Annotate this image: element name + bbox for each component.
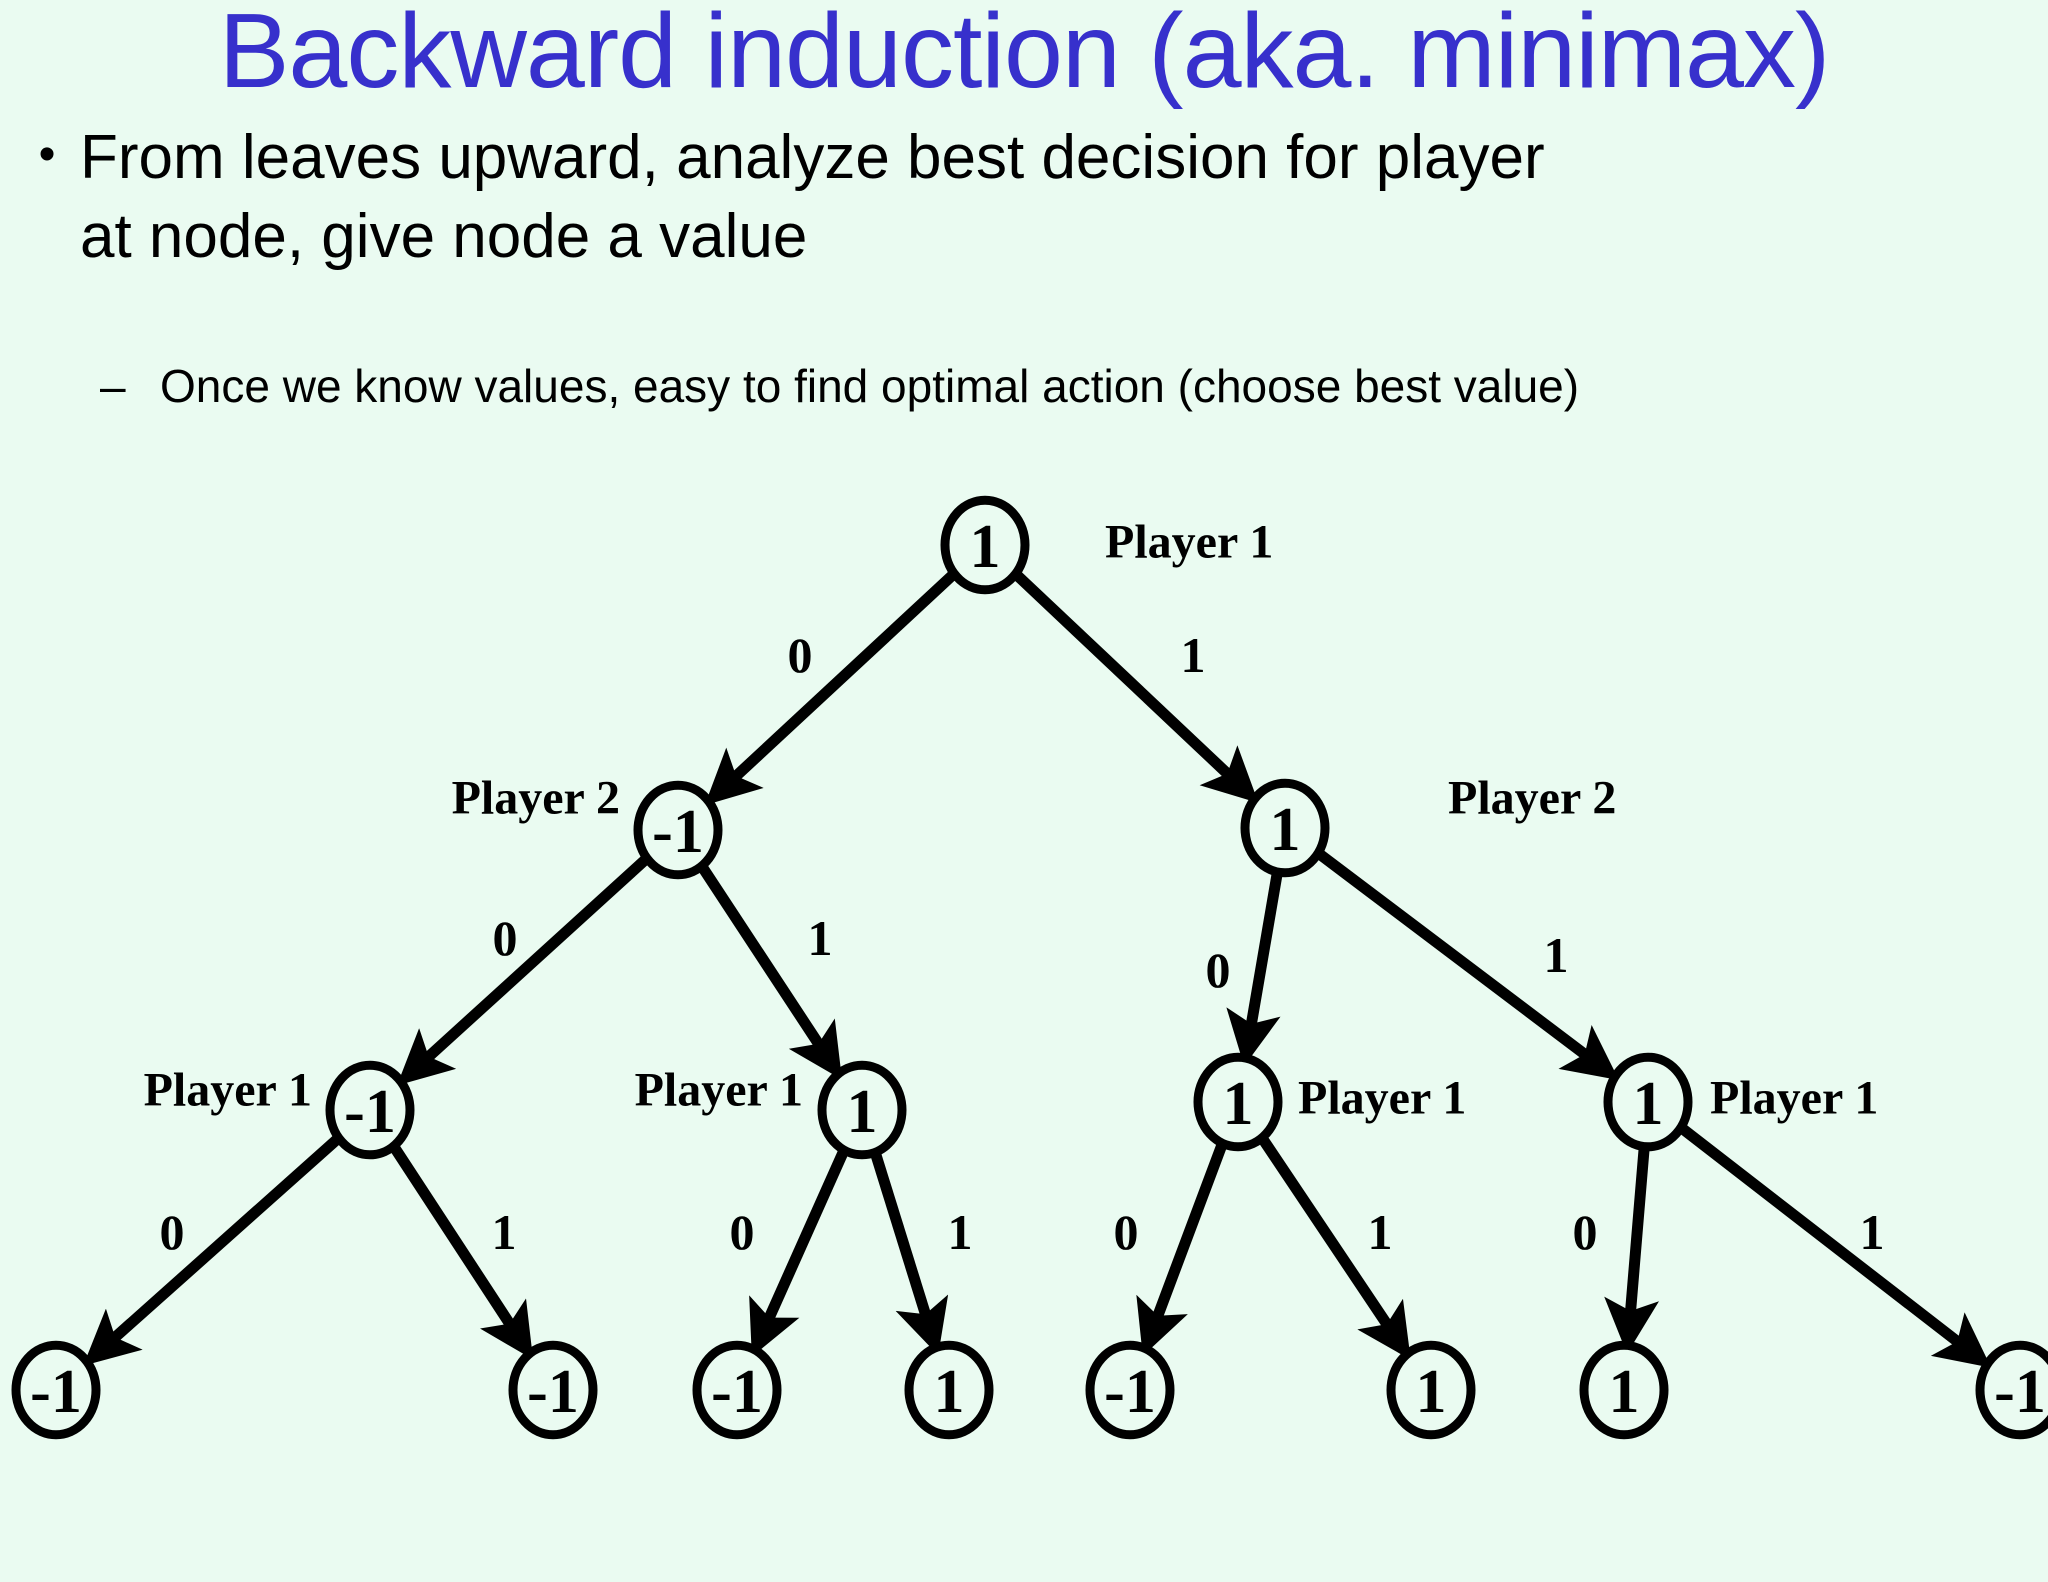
- bullet-level-2: – Once we know values, easy to find opti…: [100, 358, 2000, 416]
- edge-action-label: 1: [1181, 627, 1206, 683]
- tree-node-leaf[interactable]: 1: [904, 1340, 994, 1440]
- tree-node-leaf[interactable]: 1: [1386, 1340, 1476, 1440]
- tree-node-leaf[interactable]: 1: [1579, 1340, 1669, 1440]
- node-circle: [1085, 1340, 1175, 1440]
- tree-edge: [386, 1138, 534, 1360]
- edge-action-label: 1: [1368, 1204, 1393, 1260]
- node-circle: [508, 1340, 598, 1440]
- tree-edge: [1604, 1139, 1659, 1354]
- tree-edge: [396, 851, 654, 1086]
- player-turn-label: Player 1: [635, 1064, 803, 1117]
- node-value-label: 1: [1633, 1070, 1664, 1138]
- node-value-label: 1: [1416, 1358, 1447, 1426]
- tree-edge: [704, 566, 961, 806]
- node-value-label: 1: [934, 1358, 965, 1426]
- tree-edge: [1254, 1130, 1411, 1360]
- tree-edge: [83, 1131, 346, 1366]
- tree-edge: [868, 1144, 949, 1356]
- page-title: Backward induction (aka. minimax): [218, 0, 1831, 110]
- tree-node-decision[interactable]: -1: [325, 1060, 415, 1160]
- sub-bullet-marker: –: [100, 360, 126, 412]
- edge-action-label: 0: [1573, 1204, 1598, 1260]
- node-circle: [11, 1340, 101, 1440]
- tree-node-decision[interactable]: -1: [633, 780, 723, 880]
- node-circle: [1240, 778, 1330, 878]
- node-circle: [1975, 1340, 2048, 1440]
- tree-node-leaf[interactable]: -1: [692, 1340, 782, 1440]
- node-circle: [904, 1340, 994, 1440]
- tree-node-decision[interactable]: 1: [1240, 778, 1330, 878]
- node-value-label: 1: [847, 1078, 878, 1146]
- bullet-marker: •: [38, 128, 56, 181]
- node-value-label: 1: [1223, 1070, 1254, 1138]
- tree-nodes: 1 -1 1 -1 1 1 1 -1 -1 -1 1 -1 1 1 -1: [11, 495, 2048, 1440]
- bullet-level-1: • From leaves upward, analyze best decis…: [14, 118, 1974, 277]
- node-circle: [1603, 1052, 1693, 1152]
- node-circle: [325, 1060, 415, 1160]
- tree-node-decision[interactable]: 1: [817, 1060, 907, 1160]
- tree-node-leaf[interactable]: -1: [508, 1340, 598, 1440]
- node-circle: [1193, 1052, 1283, 1152]
- node-value-label: 1: [970, 513, 1001, 581]
- tree-node-leaf[interactable]: -1: [11, 1340, 101, 1440]
- player-turn-label: Player 1: [144, 1064, 312, 1117]
- node-value-label: -1: [652, 798, 704, 866]
- node-circle: [633, 780, 723, 880]
- tree-edge: [1008, 567, 1259, 804]
- edge-action-label: 1: [808, 910, 833, 966]
- edge-action-label: 1: [948, 1204, 973, 1260]
- edge-action-label: 0: [788, 627, 813, 683]
- node-value-label: -1: [527, 1358, 579, 1426]
- node-circle: [817, 1060, 907, 1160]
- edge-action-label: 1: [492, 1204, 517, 1260]
- tree-edge: [1674, 1120, 1992, 1368]
- node-circle: [692, 1340, 782, 1440]
- node-circle: [940, 495, 1030, 595]
- edge-action-label: 0: [1206, 942, 1231, 998]
- node-value-label: -1: [1994, 1358, 2046, 1426]
- player-turn-label: Player 2: [452, 772, 620, 825]
- node-value-label: 1: [1270, 796, 1301, 864]
- edge-action-label: 0: [1114, 1204, 1139, 1260]
- tree-node-decision[interactable]: 1: [940, 495, 1030, 595]
- tree-node-leaf[interactable]: -1: [1085, 1340, 1175, 1440]
- node-value-label: -1: [711, 1358, 763, 1426]
- node-value-label: 1: [1609, 1358, 1640, 1426]
- player-turn-label: Player 1: [1105, 516, 1273, 569]
- node-value-label: -1: [1104, 1358, 1156, 1426]
- tree-node-decision[interactable]: 1: [1603, 1052, 1693, 1152]
- player-turn-label: Player 1: [1710, 1072, 1878, 1125]
- node-circle: [1386, 1340, 1476, 1440]
- player-turn-label: Player 1: [1298, 1072, 1466, 1125]
- player-turn-label: Player 2: [1448, 772, 1616, 825]
- node-circle: [1579, 1340, 1669, 1440]
- edge-action-label: 0: [730, 1204, 755, 1260]
- tree-node-decision[interactable]: 1: [1193, 1052, 1283, 1152]
- tree-edges: [83, 566, 1992, 1368]
- tree-edge: [749, 1142, 852, 1357]
- tree-edge: [694, 858, 843, 1080]
- bullet-level-2-text: Once we know values, easy to find optima…: [160, 360, 1580, 412]
- tree-edge: [1226, 864, 1284, 1067]
- edge-action-label: 1: [1860, 1204, 1885, 1260]
- tree-edge: [1136, 1135, 1230, 1356]
- edge-action-label: 0: [160, 1204, 185, 1260]
- edge-action-label: 1: [1544, 927, 1569, 983]
- bullet-level-1-text: From leaves upward, analyze best decisio…: [80, 123, 1545, 272]
- tree-edge: [1312, 846, 1619, 1081]
- edge-action-label: 0: [493, 910, 518, 966]
- node-value-label: -1: [30, 1358, 82, 1426]
- tree-node-leaf[interactable]: -1: [1975, 1340, 2048, 1440]
- node-value-label: -1: [344, 1078, 396, 1146]
